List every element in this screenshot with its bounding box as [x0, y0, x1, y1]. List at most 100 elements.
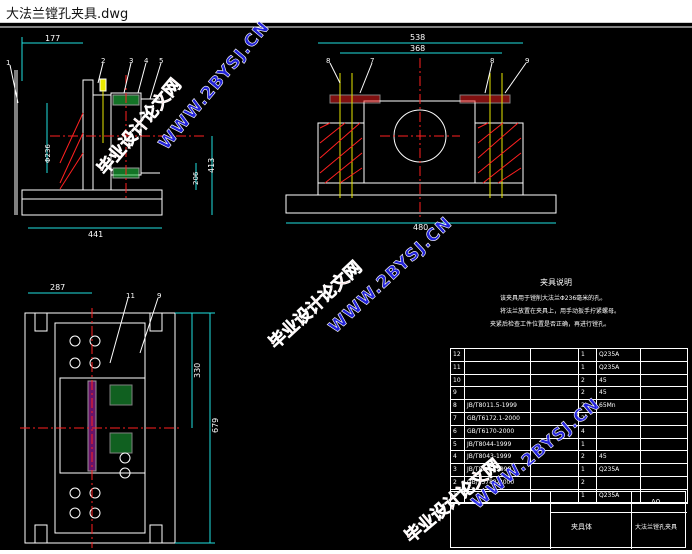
side-view [285, 42, 557, 224]
title-block-name: 大法兰镗孔夹具 [635, 524, 678, 531]
bom-cell-name [531, 476, 579, 489]
window-title: 大法兰镗孔夹具.dwg [6, 7, 129, 22]
balloon-front-5: 5 [159, 57, 163, 65]
bom-cell-no: 2 [451, 476, 465, 489]
front-baseplate [21, 189, 163, 216]
bom-cell-code: JB/T8044-1999 [465, 438, 531, 451]
bom-cell-code: JB/T8011.5-1999 [465, 400, 531, 412]
bom-cell-code [465, 387, 531, 400]
balloon-front-2: 2 [101, 57, 105, 65]
drawing-canvas[interactable]: 177 441 413 206 Φ236 1 2 3 4 5 [0, 17, 692, 550]
dim-plan-height2: 679 [211, 418, 220, 433]
bom-cell-code [465, 489, 531, 502]
bom-cell-qty: 2 [579, 412, 597, 425]
balloon-front-1: 1 [6, 59, 10, 67]
dim-plan-height1: 330 [193, 363, 202, 378]
front-upright [82, 79, 94, 191]
bom-cell-qty: 2 [579, 400, 597, 412]
dim-side-total: 538 [410, 33, 425, 42]
notes-line-2: 将法兰放置在夹具上，用手动扳手拧紧螺母。 [500, 307, 620, 315]
bom-cell-no: 1 [451, 489, 465, 502]
bom-cell-name [531, 425, 579, 438]
title-block-part: 夹具体 [571, 523, 592, 531]
dim-side-bottom: 480 [413, 223, 428, 232]
bom-cell-material: Q235A [597, 489, 641, 502]
bom-cell-name [531, 349, 579, 361]
bom-cell-name [531, 464, 579, 476]
bom-cell-qty: 2 [579, 451, 597, 464]
bom-cell-name [531, 374, 579, 387]
balloon-side-8a: 8 [326, 57, 330, 65]
bom-cell-qty: 1 [579, 489, 597, 502]
dim-front-height: 413 [207, 158, 216, 173]
bom-cell-code: GB/T6170-2000 [465, 425, 531, 438]
cad-drawing: 177 441 413 206 Φ236 1 2 3 4 5 [0, 26, 692, 548]
bom-cell-code: JB/T8043-1999 [465, 451, 531, 464]
dim-plan-left: 287 [50, 283, 65, 292]
dim-front-dia: Φ236 [44, 144, 52, 163]
balloon-front-3: 3 [129, 57, 133, 65]
bom-cell-material [597, 438, 641, 451]
bom-cell-qty: 2 [579, 387, 597, 400]
bom-cell-name [531, 412, 579, 425]
bom-cell-name [531, 361, 579, 374]
balloon-side-8b: 8 [490, 57, 494, 65]
title-block: 夹具体 大法兰镗孔夹具 A0 [450, 491, 687, 549]
bom-cell-material: 45 [597, 387, 641, 400]
balloon-front-4: 4 [144, 57, 149, 65]
bom-cell-qty: 4 [579, 425, 597, 438]
bom-cell-material: Q235A [597, 361, 641, 374]
bom-cell-code [465, 361, 531, 374]
balloon-plan-9: 9 [157, 292, 161, 300]
side-base [285, 194, 557, 214]
front-view [9, 37, 213, 229]
bom-cell-no: 10 [451, 374, 465, 387]
bom-cell-qty: 1 [579, 361, 597, 374]
bom-cell-code: JB/T8045-1999 [465, 464, 531, 476]
bom-cell-no: 6 [451, 425, 465, 438]
bom-cell-name [531, 451, 579, 464]
balloon-side-7: 7 [370, 57, 374, 65]
balloon-plan-11: 11 [126, 292, 135, 300]
bom-cell-material [597, 425, 641, 438]
plan-view [20, 292, 215, 548]
bom-cell-code: GB/T6172.1-2000 [465, 412, 531, 425]
bom-cell-name [531, 489, 579, 502]
bom-cell-code [465, 349, 531, 361]
side-left-block [317, 122, 365, 184]
bom-cell-no: 11 [451, 361, 465, 374]
bom-cell-no: 3 [451, 464, 465, 476]
bom-cell-no: 8 [451, 400, 465, 412]
bom-cell-no: 9 [451, 387, 465, 400]
dim-front-inner: 206 [192, 171, 200, 185]
side-right-block [474, 122, 524, 184]
bom-cell-material: 45 [597, 451, 641, 464]
bom-cell-no: 7 [451, 412, 465, 425]
bom-cell-name [531, 438, 579, 451]
bom-cell-qty: 1 [579, 464, 597, 476]
title-bar: 大法兰镗孔夹具.dwg [0, 0, 692, 23]
bom-cell-material: 45 [597, 374, 641, 387]
bom-cell-material [597, 412, 641, 425]
bom-cell-qty: 2 [579, 476, 597, 489]
dim-front-top: 177 [45, 34, 60, 43]
bom-cell-no: 12 [451, 349, 465, 361]
bom-cell-code [465, 374, 531, 387]
notes-line-3: 夹紧后检查工件位置是否正确，再进行镗孔。 [490, 320, 610, 328]
notes-line-1: 该夹具用于镗削大法兰Φ236毫米的孔。 [500, 294, 606, 302]
bom-cell-material: Q235A [597, 464, 641, 476]
title-block-sheet: A0 [651, 498, 661, 506]
bom-cell-qty: 1 [579, 438, 597, 451]
